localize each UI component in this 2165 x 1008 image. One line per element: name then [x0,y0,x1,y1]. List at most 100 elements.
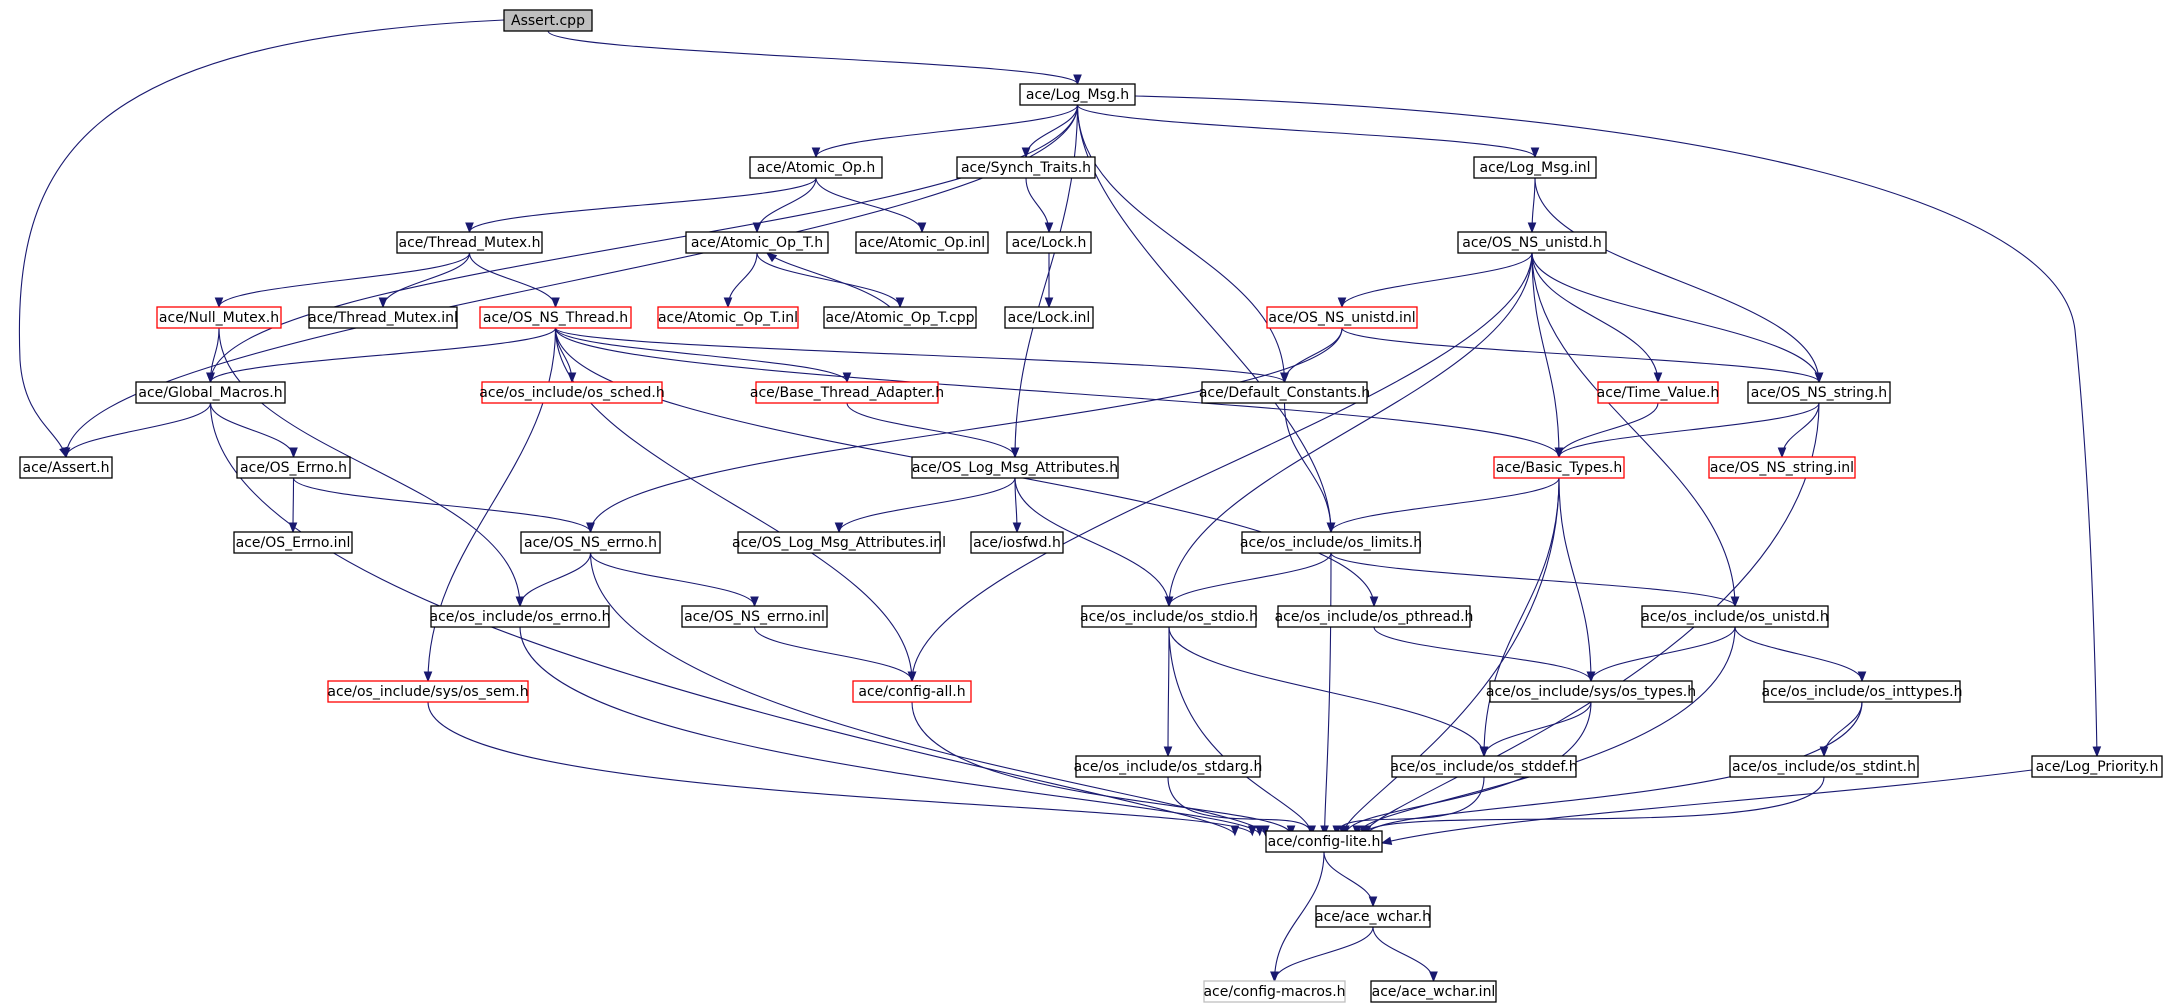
node-synch-traits-h[interactable]: ace/Synch_Traits.h [956,156,1096,179]
edge-atomic-op-t-cpp-to-atomic-op-t-h-arrowhead [765,252,778,263]
edge-os-ns-unistd-inl-to-os-ns-errno-h [589,327,1343,533]
node-label: ace/os_include/sys/os_types.h [1486,684,1696,700]
edge-config-lite-h-to-config-macros-h [1273,851,1325,982]
node-config-macros-h[interactable]: ace/config-macros.h [1203,980,1346,1003]
node-default-constants-h[interactable]: ace/Default_Constants.h [1199,381,1370,404]
node-label: ace/Thread_Mutex.h [399,235,541,251]
node-iosfwd-h[interactable]: ace/iosfwd.h [970,531,1064,554]
node-box [956,156,1096,179]
node-os-errno-inc-h[interactable]: ace/os_include/os_errno.h [430,605,611,628]
node-thread-mutex-inl[interactable]: ace/Thread_Mutex.inl [308,306,458,329]
node-os-sem-h[interactable]: ace/os_include/sys/os_sem.h [327,680,529,703]
edge-os-ns-string-h-to-os-ns-string-inl-arrowhead [1777,447,1787,459]
node-ace-wchar-h[interactable]: ace/ace_wchar.h [1315,905,1431,928]
edge-config-lite-h-to-ace-wchar-h [1323,851,1374,907]
node-basic-types-h[interactable]: ace/Basic_Types.h [1493,456,1625,479]
node-os-log-msg-attributes-h[interactable]: ace/OS_Log_Msg_Attributes.h [911,456,1119,479]
edge-os-unistd-inc-h-to-os-types-h-arrowhead [1586,671,1596,683]
edge-global-macros-h-to-assert-h [65,402,212,458]
node-box [1315,905,1431,928]
node-time-value-h[interactable]: ace/Time_Value.h [1597,381,1720,404]
node-box [479,306,632,329]
node-label: ace/OS_NS_errno.h [524,535,657,551]
node-box [1708,456,1856,479]
edge-os-log-msg-attributes-h-to-os-log-msg-attributes-inl-arrowhead [834,522,844,534]
edge-os-ns-unistd-inl-to-default-constants-h-arrowhead [1280,372,1289,384]
edge-os-errno-inc-h-to-config-lite-h [519,626,1261,836]
edge-thread-mutex-h-to-null-mutex-h-arrowhead [214,297,224,309]
node-os-ns-unistd-h[interactable]: ace/OS_NS_unistd.h [1457,231,1607,254]
edge-log-msg-h-to-synch-traits-h-arrowhead [1021,147,1031,159]
node-assert-h[interactable]: ace/Assert.h [19,456,113,479]
node-os-limits-h[interactable]: ace/os_include/os_limits.h [1240,531,1422,554]
node-atomic-op-inl[interactable]: ace/Atomic_Op.inl [855,231,989,254]
node-base-thread-adapter-h[interactable]: ace/Base_Thread_Adapter.h [750,381,944,404]
node-log-msg-inl[interactable]: ace/Log_Msg.inl [1473,156,1597,179]
node-os-ns-string-h[interactable]: ace/OS_NS_string.h [1747,381,1891,404]
node-lock-inl[interactable]: ace/Lock.inl [1004,306,1094,329]
edge-os-log-msg-attributes-h-to-iosfwd-h-arrowhead [1012,522,1022,534]
edge-os-ns-thread-h-to-default-constants-h [554,327,1286,383]
node-os-inttypes-h[interactable]: ace/os_include/os_inttypes.h [1762,680,1963,703]
node-label: ace/Global_Macros.h [138,385,282,401]
node-config-lite-h[interactable]: ace/config-lite.h [1265,830,1383,853]
node-label: ace/iosfwd.h [973,535,1061,551]
edge-os-ns-unistd-h-to-config-all-h [911,252,1533,682]
node-atomic-op-h[interactable]: ace/Atomic_Op.h [749,156,883,179]
node-label: ace/Lock.h [1012,235,1087,251]
node-os-ns-errno-h[interactable]: ace/OS_NS_errno.h [520,531,661,554]
edge-log-msg-h-to-atomic-op-h [815,104,1079,158]
node-os-ns-thread-h[interactable]: ace/OS_NS_Thread.h [479,306,632,329]
node-label: ace/Atomic_Op_T.cpp [826,310,975,326]
node-label: ace/Time_Value.h [1597,385,1720,401]
node-atomic-op-t-inl[interactable]: ace/Atomic_Op_T.inl [657,306,799,329]
edge-atomic-op-t-h-to-atomic-op-t-cpp-arrowhead [895,297,905,309]
edge-os-ns-thread-h-to-base-thread-adapter-h-arrowhead [842,372,852,384]
node-os-log-msg-attributes-inl[interactable]: ace/OS_Log_Msg_Attributes.inl [732,531,946,554]
node-label: ace/OS_Log_Msg_Attributes.h [912,460,1118,476]
edge-ace-wchar-h-to-config-macros-h-arrowhead [1270,971,1279,983]
edge-ace-wchar-h-to-config-macros-h [1273,926,1374,982]
node-global-macros-h[interactable]: ace/Global_Macros.h [135,381,286,404]
node-box [19,456,113,479]
node-box [233,531,353,554]
node-log-priority-h[interactable]: ace/Log_Priority.h [2031,755,2163,778]
edge-os-inttypes-h-to-config-lite-h [1366,701,1863,836]
edge-os-ns-unistd-h-to-basic-types-h [1531,252,1560,458]
node-atomic-op-t-h[interactable]: ace/Atomic_Op_T.h [685,231,829,254]
node-label: ace/Log_Priority.h [2036,759,2159,775]
node-os-ns-string-inl[interactable]: ace/OS_NS_string.inl [1708,456,1856,479]
node-log-msg-h[interactable]: ace/Log_Msg.h [1019,83,1136,106]
node-os-unistd-inc-h[interactable]: ace/os_include/os_unistd.h [1641,605,1829,628]
edge-os-ns-thread-h-to-os-pthread-h-arrowhead [1369,596,1379,608]
node-lock-h[interactable]: ace/Lock.h [1006,231,1092,254]
node-os-ns-unistd-inl[interactable]: ace/OS_NS_unistd.inl [1266,306,1418,329]
node-atomic-op-t-cpp[interactable]: ace/Atomic_Op_T.cpp [823,306,977,329]
edge-os-log-msg-attributes-h-to-os-log-msg-attributes-inl [838,477,1016,533]
node-label: Assert.cpp [511,13,585,29]
node-os-stdio-h[interactable]: ace/os_include/os_stdio.h [1080,605,1258,628]
node-os-stdarg-h[interactable]: ace/os_include/os_stdarg.h [1074,755,1263,778]
node-os-stdint-h[interactable]: ace/os_include/os_stdint.h [1729,755,1919,778]
node-os-ns-errno-inl[interactable]: ace/OS_NS_errno.inl [681,605,828,628]
node-box [135,381,286,404]
edge-os-ns-unistd-h-to-time-value-h [1531,252,1659,383]
node-os-sched-h[interactable]: ace/os_include/os_sched.h [479,381,665,404]
node-null-mutex-h[interactable]: ace/Null_Mutex.h [156,306,282,329]
node-label: ace/Atomic_Op.h [757,160,875,176]
node-os-stddef-h[interactable]: ace/os_include/os_stddef.h [1390,755,1578,778]
edge-thread-mutex-h-to-thread-mutex-inl-arrowhead [378,297,388,309]
node-box [1006,231,1092,254]
node-os-errno-h[interactable]: ace/OS_Errno.h [236,456,351,479]
node-os-pthread-h[interactable]: ace/os_include/os_pthread.h [1275,605,1474,628]
node-thread-mutex-h[interactable]: ace/Thread_Mutex.h [396,231,543,254]
node-label: ace/Log_Msg.h [1026,87,1129,103]
edge-thread-mutex-h-to-null-mutex-h [218,252,471,308]
node-os-types-h[interactable]: ace/os_include/sys/os_types.h [1486,680,1696,703]
edge-assert-cpp-to-assert-h [18,19,505,458]
node-config-all-h[interactable]: ace/config-all.h [852,680,972,703]
edge-atomic-op-t-h-to-atomic-op-t-inl [727,252,758,308]
node-ace-wchar-inl[interactable]: ace/ace_wchar.inl [1370,980,1497,1003]
edge-base-thread-adapter-h-to-os-log-msg-attributes-h-arrowhead [1010,447,1020,459]
node-os-errno-inl[interactable]: ace/OS_Errno.inl [233,531,353,554]
